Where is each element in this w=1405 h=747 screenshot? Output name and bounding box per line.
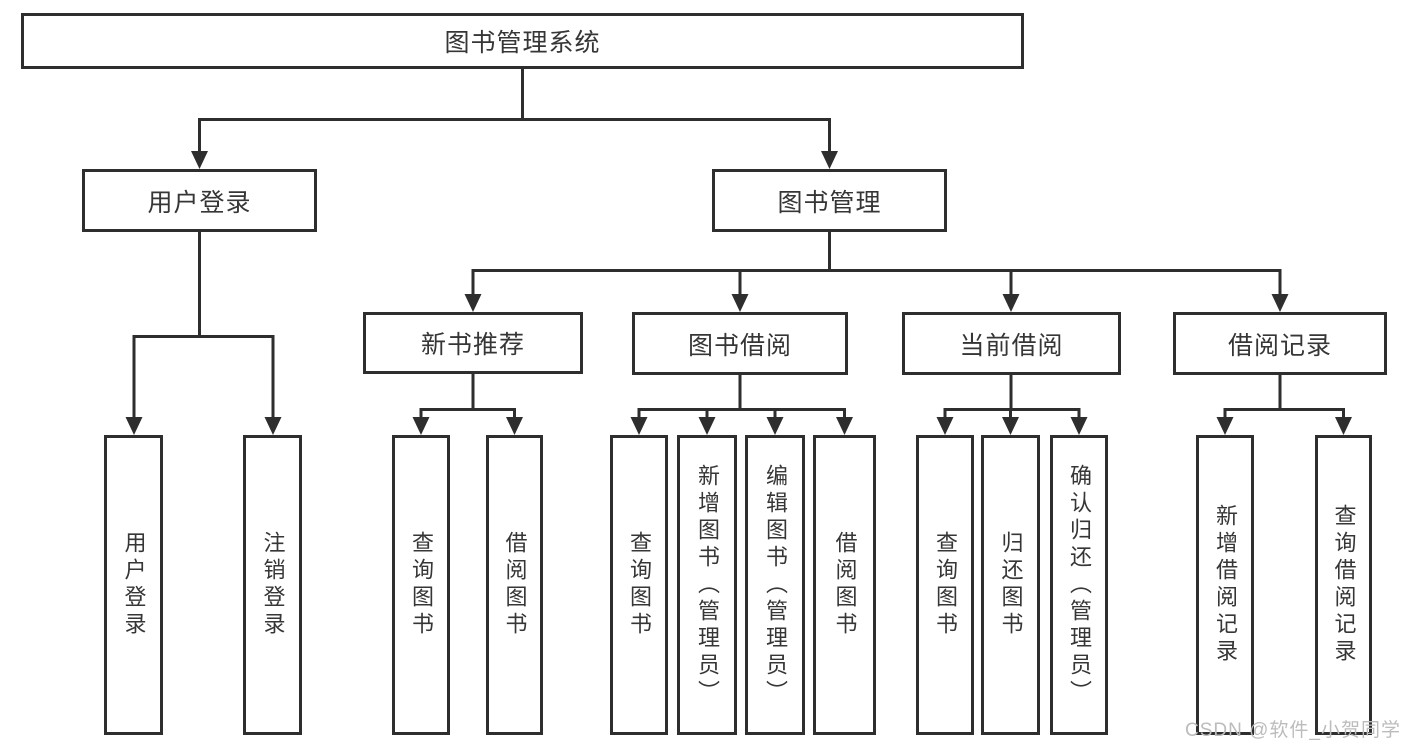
leaf-query-books-current: 查询图书 xyxy=(916,435,974,735)
leaf-logout: 注销登录 xyxy=(243,435,302,735)
node-label: 归还图书 xyxy=(998,531,1024,639)
node-new-book-recommend: 新书推荐 xyxy=(363,312,583,374)
node-label: 查询图书 xyxy=(627,531,652,639)
node-label: 新增图书（管理员） xyxy=(695,463,720,707)
leaf-query-borrow-record: 查询借阅记录 xyxy=(1315,435,1372,735)
leaf-confirm-return-admin: 确认归还（管理员） xyxy=(1050,435,1108,735)
leaf-return-book: 归还图书 xyxy=(981,435,1040,735)
csdn-watermark: CSDN @软件_小贺同学 xyxy=(1185,720,1401,741)
node-label: 查询图书 xyxy=(409,531,434,639)
leaf-query-books-borrowing: 查询图书 xyxy=(610,435,668,735)
node-label: 借阅记录 xyxy=(1227,331,1332,360)
node-label: 借阅图书 xyxy=(502,531,528,639)
leaf-add-borrow-record: 新增借阅记录 xyxy=(1196,435,1254,735)
leaf-add-book-admin: 新增图书（管理员） xyxy=(677,435,737,735)
leaf-query-books-recommend: 查询图书 xyxy=(392,435,450,735)
node-label: 编辑图书（管理员） xyxy=(763,463,788,707)
node-label: 借阅图书 xyxy=(832,531,858,639)
node-book-borrowing: 图书借阅 xyxy=(632,312,848,375)
node-label: 图书借阅 xyxy=(687,331,792,360)
node-label: 用户登录 xyxy=(121,531,147,639)
node-borrowing-records: 借阅记录 xyxy=(1173,312,1387,375)
node-label: 用户登录 xyxy=(147,188,252,217)
node-label: 图书管理 xyxy=(777,188,882,217)
node-book-management: 图书管理 xyxy=(712,169,947,232)
node-label: 注销登录 xyxy=(260,531,286,639)
node-label: 新书推荐 xyxy=(420,331,525,359)
leaf-user-login: 用户登录 xyxy=(104,435,163,735)
node-label: 查询借阅记录 xyxy=(1331,504,1357,666)
leaf-borrow-books-recommend: 借阅图书 xyxy=(486,435,543,735)
node-library-system: 图书管理系统 xyxy=(21,13,1024,69)
node-user-login: 用户登录 xyxy=(82,169,317,232)
leaf-borrow-books-borrowing: 借阅图书 xyxy=(813,435,876,735)
node-label: 新增借阅记录 xyxy=(1213,504,1238,666)
node-label: 当前借阅 xyxy=(959,331,1064,360)
leaf-edit-book-admin: 编辑图书（管理员） xyxy=(745,435,805,735)
node-current-borrowing: 当前借阅 xyxy=(902,312,1121,375)
node-label: 查询图书 xyxy=(933,531,958,639)
node-label: 确认归还（管理员） xyxy=(1067,463,1092,707)
node-label: 图书管理系统 xyxy=(444,29,601,57)
